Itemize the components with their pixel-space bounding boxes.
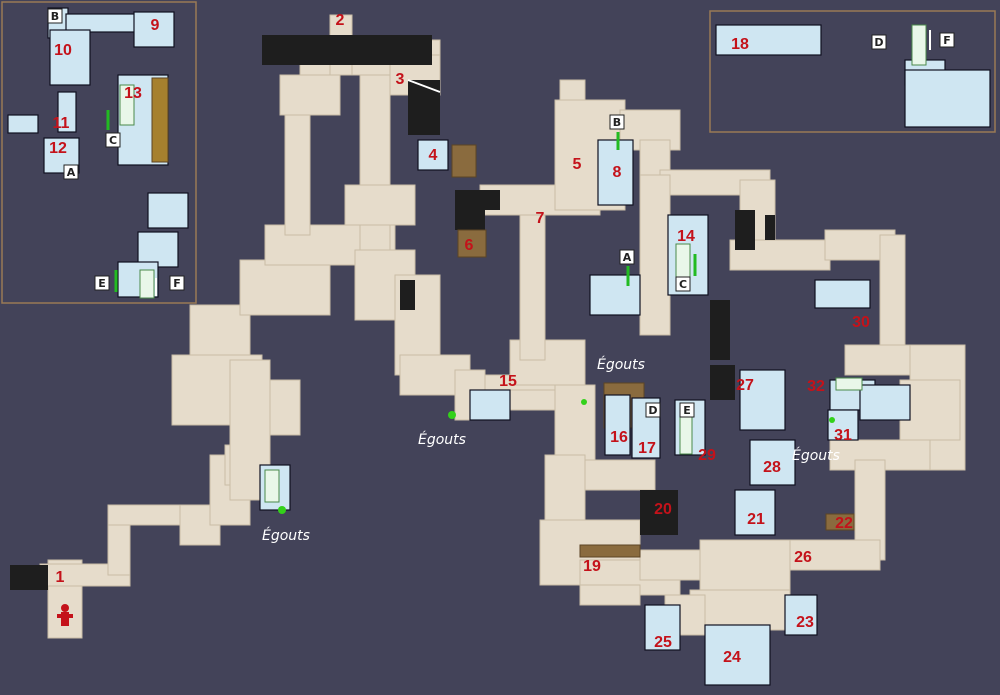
- room-label-28: 28: [763, 459, 781, 476]
- room-label-5: 5: [573, 156, 582, 173]
- letter-marker-D: D: [648, 404, 657, 417]
- room-label-12: 12: [49, 140, 67, 157]
- sewer-label-2: Égouts: [262, 527, 310, 544]
- letter-marker-E-inset: E: [98, 277, 106, 290]
- letter-marker-A: A: [623, 251, 632, 264]
- room-label-8: 8: [613, 164, 622, 181]
- room-label-1: 1: [56, 569, 65, 586]
- room-label-20: 20: [654, 501, 672, 518]
- room-tiles: [259, 139, 911, 686]
- room-label-25: 25: [654, 634, 672, 651]
- stairs-icon: [119, 24, 927, 503]
- room-label-27: 27: [736, 377, 754, 394]
- room-label-16: 16: [610, 429, 628, 446]
- letter-marker-A-inset: A: [67, 166, 76, 179]
- room-label-11: 11: [53, 115, 70, 132]
- player-marker-icon: [57, 604, 73, 626]
- room-label-22: 22: [835, 515, 853, 532]
- room-label-24: 24: [723, 649, 741, 666]
- room-label-6: 6: [465, 237, 474, 254]
- room-label-23: 23: [796, 614, 814, 631]
- room-label-31: 31: [834, 427, 852, 444]
- sewer-label-4: Égouts: [792, 447, 840, 464]
- sewer-label-1: Égouts: [418, 431, 466, 448]
- room-label-9: 9: [151, 17, 160, 34]
- direction-arrow-icon: [106, 30, 931, 296]
- room-labels: 1 2 3 4 5 6 7 8 9 10 11 12 13 14 15 16 1…: [49, 12, 870, 666]
- room-label-14: 14: [677, 228, 695, 245]
- letter-marker-C: C: [679, 278, 687, 291]
- room-label-30: 30: [852, 314, 870, 331]
- letter-marker-E: E: [683, 404, 691, 417]
- sewer-label-3: Égouts: [597, 356, 645, 373]
- room-label-18: 18: [731, 36, 749, 53]
- letter-markers: A B C D E D F B C A E F: [47, 8, 955, 418]
- letter-marker-B-inset: B: [51, 10, 59, 23]
- letter-marker-C-inset: C: [109, 134, 117, 147]
- inset-panel-left: [1, 1, 197, 304]
- room-label-15: 15: [499, 373, 517, 390]
- sewer-labels: Égouts Égouts Égouts Égouts: [262, 356, 840, 544]
- room-label-10: 10: [54, 42, 72, 59]
- room-label-17: 17: [638, 440, 656, 457]
- room-label-19: 19: [583, 558, 601, 575]
- room-label-26: 26: [794, 549, 812, 566]
- sewer-entrance-icon: [278, 399, 835, 514]
- room-label-4: 4: [429, 147, 438, 164]
- letter-marker-B: B: [613, 116, 621, 129]
- inset-panel-right: [709, 10, 996, 133]
- room-label-3: 3: [396, 71, 405, 88]
- letter-marker-F-inset-left: F: [173, 277, 181, 290]
- letter-marker-D-inset: D: [874, 36, 883, 49]
- room-label-29: 29: [698, 447, 716, 464]
- room-label-13: 13: [124, 85, 142, 102]
- room-label-7: 7: [536, 210, 545, 227]
- room-label-32: 32: [807, 378, 825, 395]
- letter-marker-F-inset: F: [943, 34, 951, 47]
- room-label-2: 2: [336, 12, 345, 29]
- room-label-21: 21: [747, 511, 765, 528]
